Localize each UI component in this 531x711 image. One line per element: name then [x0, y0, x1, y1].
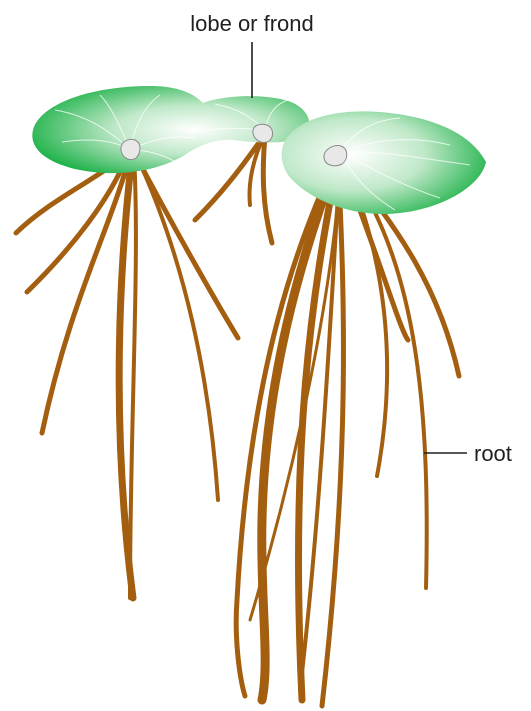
node-left — [121, 139, 140, 159]
roots — [16, 134, 459, 706]
root-label: root — [474, 441, 512, 466]
frond-label: lobe or frond — [190, 11, 314, 36]
